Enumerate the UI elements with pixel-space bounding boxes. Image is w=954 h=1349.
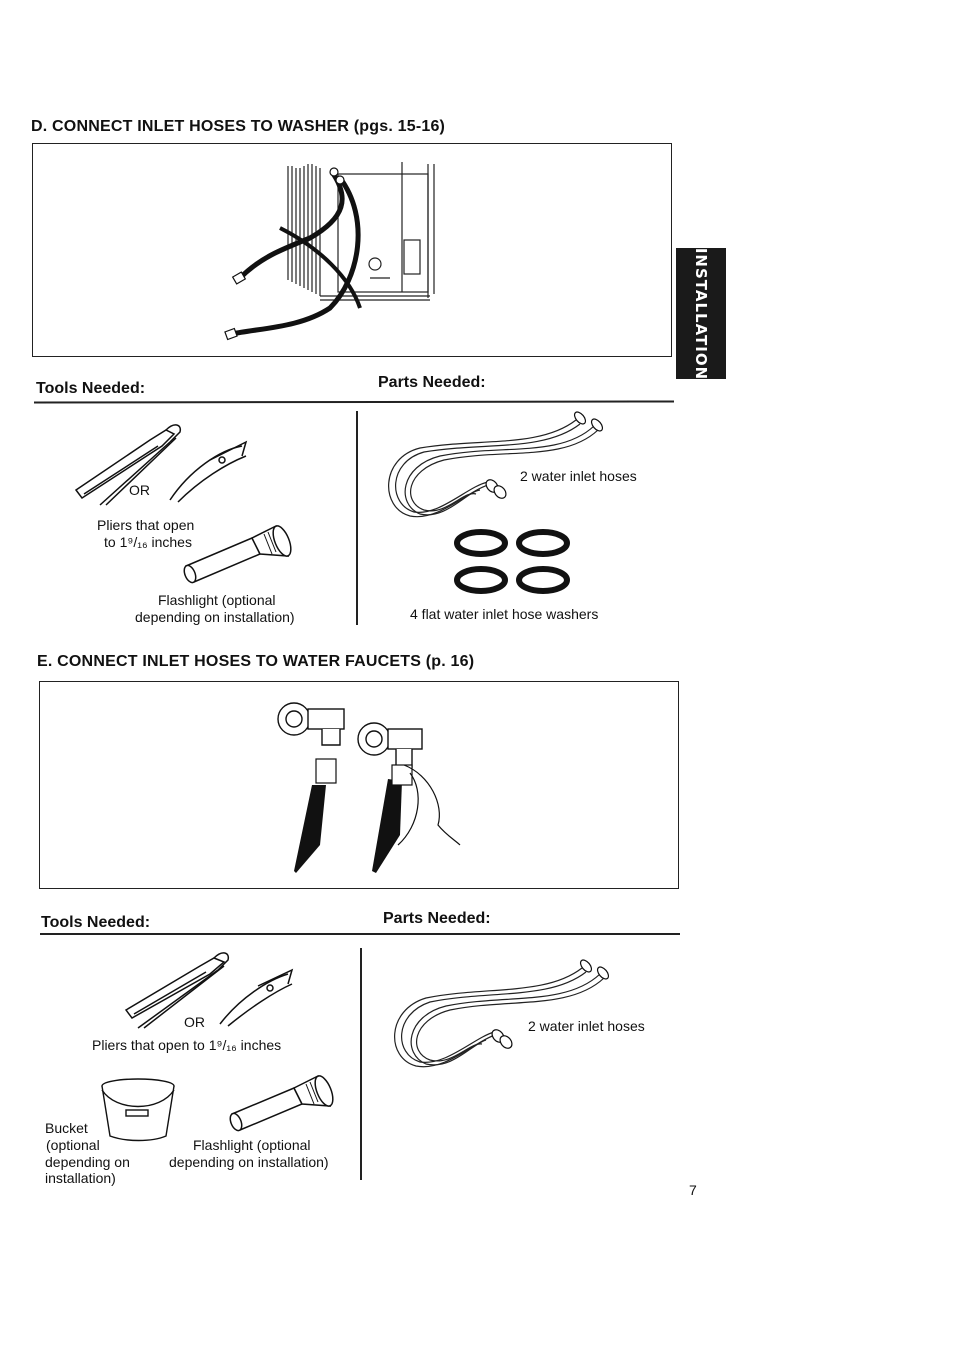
hose-washers-icon (454, 529, 570, 594)
bucket-label-line1: Bucket (45, 1120, 88, 1136)
washer-illustration-frame (32, 143, 672, 357)
or-label: OR (129, 482, 150, 498)
hoses-label: 2 water inlet hoses (528, 1018, 645, 1034)
hoses-label: 2 water inlet hoses (520, 468, 637, 484)
flashlight-label-line1: Flashlight (optional (193, 1137, 311, 1153)
pliers-icon (124, 952, 294, 1029)
section-e-column-divider (360, 948, 362, 1180)
pliers-label-line2: to 1⁹/₁₆ inches (104, 534, 192, 550)
water-inlet-hoses-icon (388, 411, 604, 518)
flashlight-label-line1: Flashlight (optional (158, 592, 276, 608)
section-e-parts-heading: Parts Needed: (383, 910, 491, 927)
faucet-connection-illustration (277, 702, 461, 873)
flashlight-icon (183, 524, 292, 584)
pliers-icon (74, 424, 248, 506)
section-d-parts-heading: Parts Needed: (378, 374, 486, 391)
washer-back-illustration (224, 162, 435, 341)
flashlight-label-line2: depending on installation) (169, 1154, 329, 1170)
pliers-label-line1: Pliers that open (97, 517, 195, 533)
washers-label: 4 flat water inlet hose washers (410, 606, 599, 622)
section-d-tools-heading: Tools Needed: (36, 380, 146, 397)
faucet-illustration-frame (39, 681, 679, 889)
section-e-divider (40, 933, 680, 935)
section-e-tools-heading: Tools Needed: (41, 914, 151, 931)
page-number: 7 (689, 1182, 697, 1198)
installation-side-tab: INSTALLATION (676, 247, 726, 380)
section-d-title: D. CONNECT INLET HOSES TO WASHER (pgs. 1… (31, 118, 446, 135)
bucket-label-line4: installation) (45, 1170, 116, 1186)
bucket-label-line2: (optional (46, 1137, 100, 1153)
pliers-label: Pliers that open to 1⁹/₁₆ inches (92, 1037, 282, 1053)
bucket-label-line3: depending on (45, 1154, 130, 1170)
or-label: OR (184, 1014, 205, 1030)
section-e-title: E. CONNECT INLET HOSES TO WATER FAUCETS … (37, 653, 475, 670)
section-d-column-divider (356, 411, 358, 625)
flashlight-label-line2: depending on installation) (135, 609, 295, 625)
flashlight-icon (229, 1074, 334, 1132)
section-d-divider (33, 400, 675, 404)
water-inlet-hoses-icon (394, 959, 610, 1068)
side-tab-label: INSTALLATION (692, 247, 710, 380)
bucket-icon (101, 1078, 175, 1142)
